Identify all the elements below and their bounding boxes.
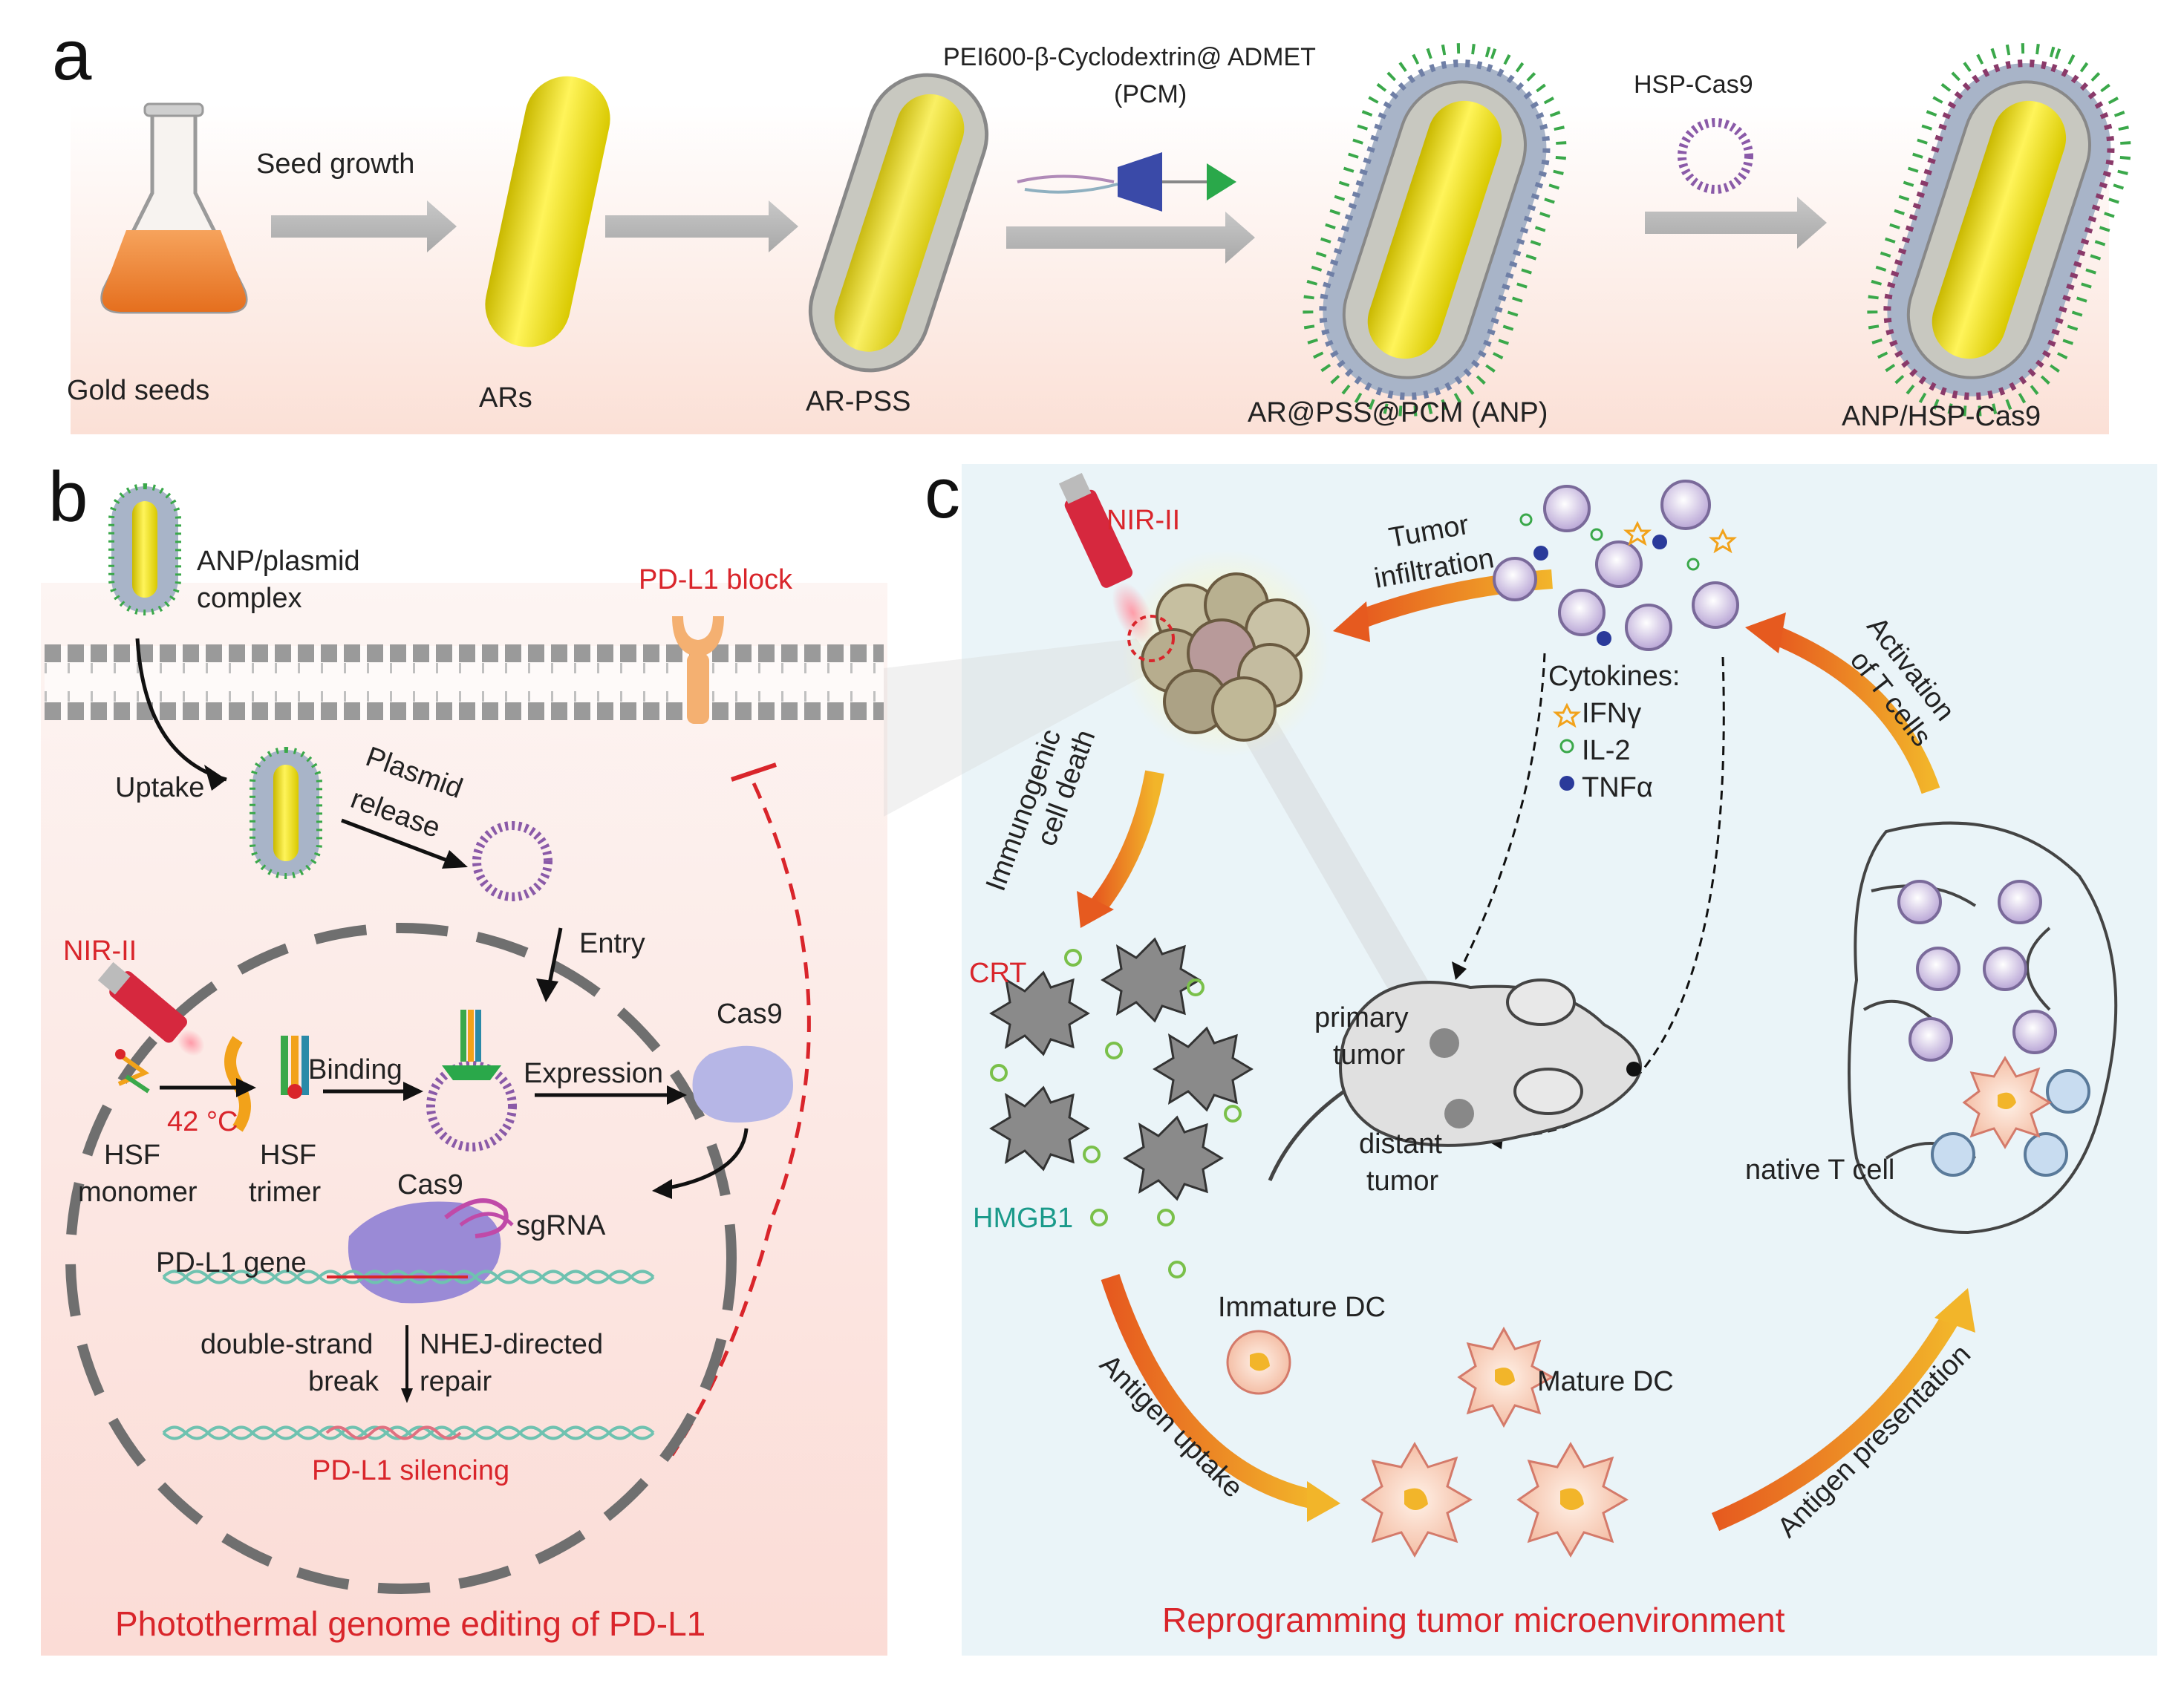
activation-arrow <box>1771 625 1940 794</box>
label-hsf-trimer-2: trimer <box>249 1177 322 1208</box>
label-immature-dc: Immature DC <box>1218 1292 1386 1323</box>
cell-membrane <box>45 644 884 720</box>
panel-b-letter: b <box>48 457 88 537</box>
label-pcm-line1: PEI600-β-Cyclodextrin@ ADMET <box>943 43 1316 71</box>
label-dsb-2: break <box>308 1366 379 1397</box>
label-ar-pss: AR-PSS <box>806 386 911 417</box>
label-pcm-line2: (PCM) <box>1114 80 1187 108</box>
mouse-illustration <box>1268 979 1642 1181</box>
label-pdl1-gene: PD-L1 gene <box>156 1247 307 1278</box>
ar-pss-rod <box>808 73 989 373</box>
caption-panel-b: Photothermal genome editing of PD-L1 <box>115 1604 706 1643</box>
label-nhej-1: NHEJ-directed <box>420 1329 604 1360</box>
flask-icon <box>100 102 248 314</box>
dna-strand-bottom <box>162 1425 655 1440</box>
cytokine-dots <box>1519 513 1737 646</box>
icd-arrow <box>1087 770 1164 916</box>
hsp-cas9-plasmid <box>1678 118 1753 194</box>
label-tnf: TNFα <box>1582 772 1653 803</box>
label-mature-dc: Mature DC <box>1537 1366 1674 1397</box>
label-primary-1: primary <box>1314 1002 1409 1033</box>
label-hmgb1: HMGB1 <box>973 1203 1074 1234</box>
label-distant-2: tumor <box>1366 1166 1439 1197</box>
nir-laser-b <box>97 961 210 1062</box>
label-hsf-monomer-1: HSF <box>104 1140 160 1171</box>
label-dsb-1: double-strand <box>201 1329 374 1360</box>
label-pdl1-silencing: PD-L1 silencing <box>312 1455 510 1486</box>
lymph-t-cells <box>1897 880 2057 1062</box>
pcm-molecule-icon <box>1017 152 1236 212</box>
label-primary-2: tumor <box>1333 1039 1406 1071</box>
mature-dc-2 <box>1360 1442 1473 1558</box>
plasmid-bound <box>426 1061 517 1151</box>
label-ifn: IFNγ <box>1582 698 1642 729</box>
anp-complex-icon <box>108 483 181 615</box>
label-ars: ARs <box>479 382 532 414</box>
label-hsf-monomer-2: monomer <box>78 1177 198 1208</box>
label-cytokines: Cytokines: <box>1548 661 1681 692</box>
hsf-monomer-icon <box>115 1049 150 1094</box>
zoom-cone <box>884 638 1158 817</box>
hsf-trimer-icon <box>281 1036 309 1099</box>
label-nir-b: NIR-II <box>63 935 137 967</box>
label-entry: Entry <box>579 928 645 959</box>
lymph-dc <box>1962 1056 2052 1149</box>
lymph-native-t-cells <box>1931 1069 2090 1177</box>
panel-a-letter: a <box>52 16 92 95</box>
hmgb1-dots <box>990 949 1242 1278</box>
label-uptake: Uptake <box>115 772 205 803</box>
label-anp: AR@PSS@PCM (ANP) <box>1248 397 1548 428</box>
label-il2: IL-2 <box>1582 735 1631 766</box>
label-hsf-trimer-1: HSF <box>260 1140 316 1171</box>
label-anp-plasmid-2: complex <box>197 583 302 614</box>
label-cas9: Cas9 <box>397 1169 463 1200</box>
label-seed-growth: Seed growth <box>256 148 415 180</box>
process-arrows <box>271 197 1827 264</box>
gold-nanorod <box>485 76 610 347</box>
anp-hsp-particle <box>1867 43 2131 416</box>
label-crt: CRT <box>969 958 1027 989</box>
tumor-cluster <box>1127 572 1310 742</box>
mature-dc-1 <box>1457 1326 1555 1428</box>
dna-strand-top <box>162 1270 655 1284</box>
label-anp-plasmid-1: ANP/plasmid <box>197 546 360 577</box>
antigen-presentation-arrow <box>1711 1309 1962 1531</box>
label-gold-seeds: Gold seeds <box>67 375 210 406</box>
pd-l1-block-line <box>670 782 811 1457</box>
label-sgrna: sgRNA <box>516 1210 606 1241</box>
mature-dc-3 <box>1516 1442 1629 1558</box>
caption-panel-c: Reprogramming tumor microenvironment <box>1162 1601 1785 1639</box>
internalized-anp <box>250 747 322 879</box>
anp-particle <box>1303 43 1567 416</box>
dying-tumor-cells <box>989 937 1254 1201</box>
plasmid <box>472 821 552 901</box>
panel-c-letter: c <box>925 454 960 533</box>
pd-l1-receptor <box>672 616 724 724</box>
antigen-uptake-arrow <box>1101 1273 1317 1509</box>
label-cas9-protein: Cas9 <box>717 999 783 1030</box>
label-expression: Expression <box>524 1058 663 1089</box>
label-nir-c: NIR-II <box>1106 505 1181 536</box>
immature-dc <box>1226 1330 1291 1395</box>
t-cells-top <box>1493 480 1739 651</box>
panel-a-background <box>71 104 2109 434</box>
nucleus-boundary <box>65 923 737 1594</box>
label-hsp-cas9: HSP-Cas9 <box>1634 71 1753 99</box>
label-distant-1: distant <box>1359 1128 1442 1160</box>
label-anp-hsp-cas9: ANP/HSP-Cas9 <box>1842 401 2041 432</box>
label-pdl1-block: PD-L1 block <box>639 564 792 595</box>
label-binding: Binding <box>308 1054 402 1085</box>
label-42c: 42 °C <box>167 1106 238 1137</box>
label-nhej-2: repair <box>420 1366 492 1397</box>
label-native-t-cell: native T cell <box>1745 1154 1895 1186</box>
cas9-protein <box>692 1045 793 1123</box>
